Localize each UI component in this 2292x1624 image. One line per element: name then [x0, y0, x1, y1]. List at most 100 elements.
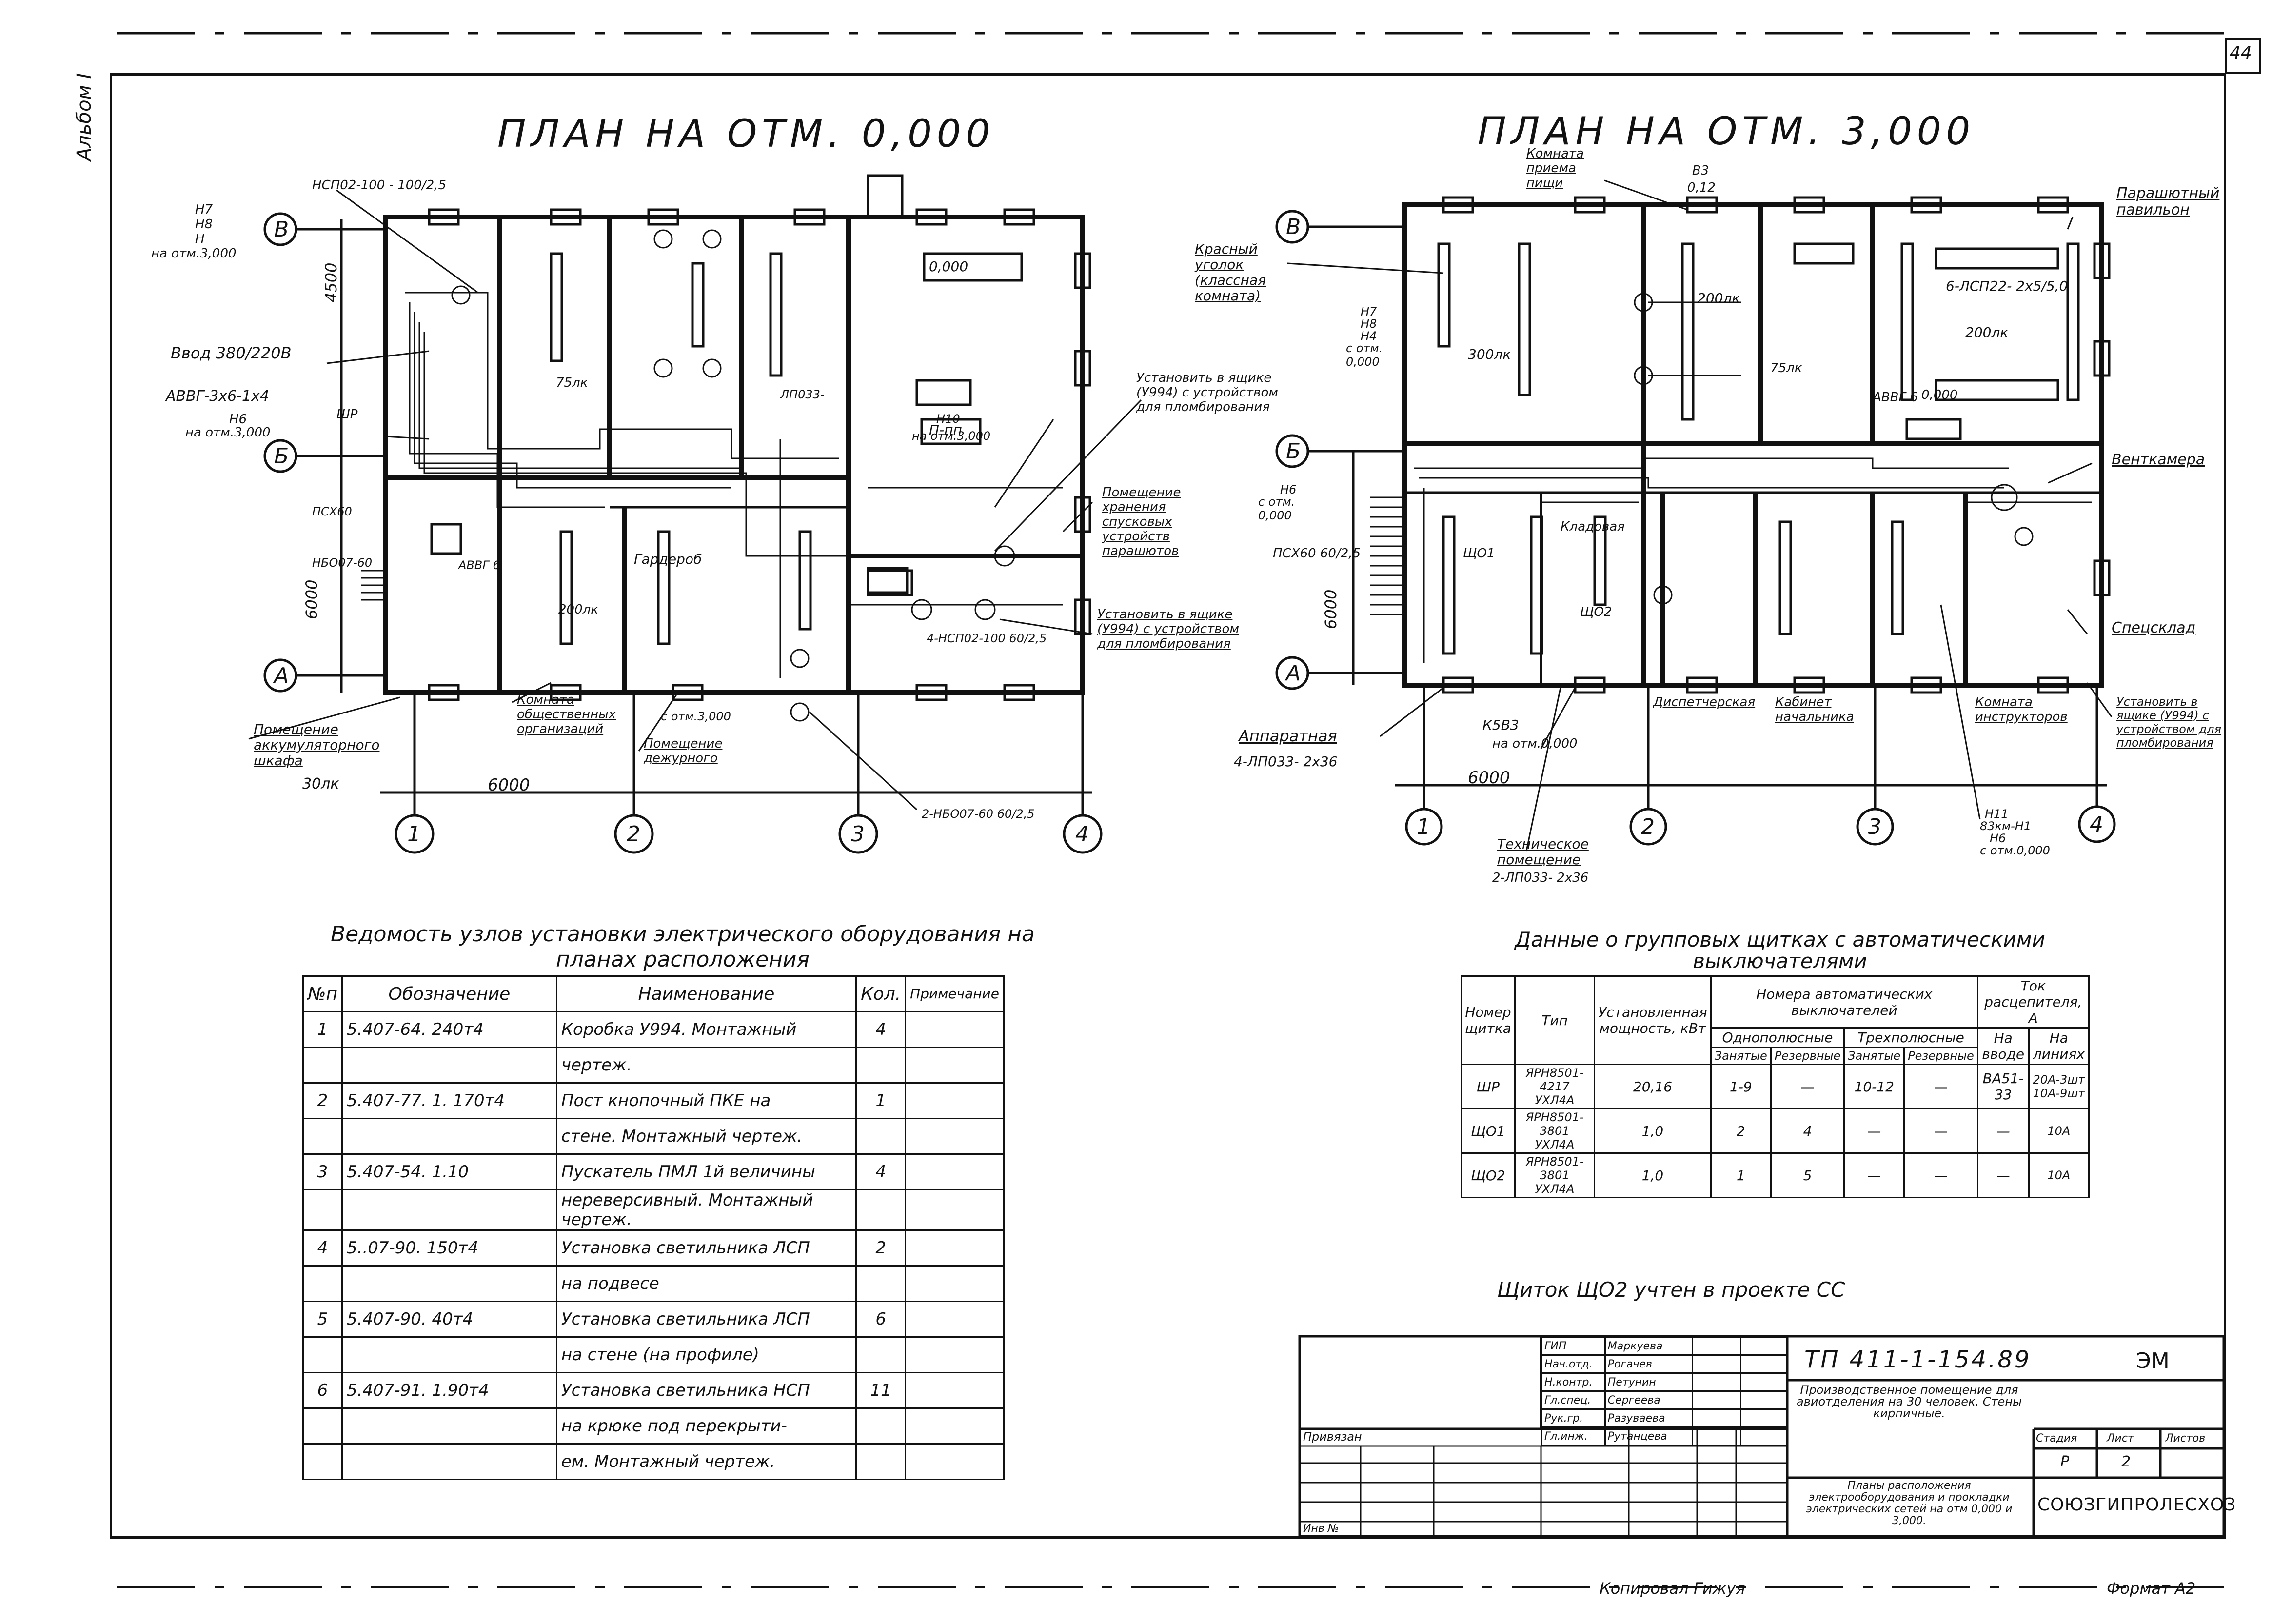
svg-text:2: 2 [1641, 814, 1655, 839]
plan2-parashut: Парашютный павильон [2116, 185, 2220, 218]
shitki-cell: 10А [2028, 1108, 2090, 1154]
svg-text:2: 2 [627, 822, 640, 847]
stamp-person-cell: Рутанцева [1604, 1426, 1694, 1446]
stamp-h-list: Лист [2107, 1432, 2134, 1445]
vedomost-cell: 1 [855, 1082, 907, 1119]
vedomost-cell: Пост кнопочный ПКЕ на [555, 1082, 857, 1119]
plan1-nsp-label: НСП02-100 - 100/2,5 [312, 178, 446, 193]
footer-copied: Копировал Гижуя [1600, 1579, 1745, 1598]
stamp-h-stadiya: Стадия [2036, 1432, 2077, 1445]
stamp-person-cell: Н.контр. [1541, 1372, 1606, 1392]
vedomost-cell [905, 1153, 1005, 1190]
vedomost-cell [905, 1189, 1005, 1231]
vedomost-cell [905, 1011, 1005, 1048]
plan1-n7-label: Н7 [195, 202, 213, 217]
plan1-rooms200-label: 200лк [558, 602, 598, 617]
svg-text:1: 1 [407, 822, 421, 847]
vedomost-cell: нереверсивный. Монтажный чертеж. [555, 1189, 857, 1231]
vedomost-cell [341, 1407, 557, 1445]
stamp-person-cell [1692, 1354, 1742, 1374]
shitki-h-vvod: На вводе [1976, 1027, 2030, 1065]
vedomost-cell [302, 1189, 343, 1231]
vedomost-cell [855, 1407, 907, 1445]
plan1-avvg6-label: АВВГ 6 [458, 558, 500, 572]
vedomost-cell [302, 1265, 343, 1302]
plan2-lp200-b: 200лк [1965, 324, 2009, 340]
stamp-person-cell [1740, 1426, 1787, 1446]
vedomost-cell [905, 1047, 1005, 1084]
vedomost-h-prim: Примечание [905, 975, 1005, 1012]
shitki-h-linii: На линиях [2028, 1027, 2090, 1065]
plan2-apparatnaya: Аппаратная [1239, 727, 1337, 745]
stamp-person-row: Рук.гр.Разуваева [1541, 1408, 1787, 1428]
plan2-lp6: 6-ЛСП22- 2х5/5,0 [1946, 278, 2068, 294]
stamp-person-cell: Гл.инж. [1541, 1426, 1606, 1446]
vedomost-cell [905, 1265, 1005, 1302]
shitki-table: Номер щитка Тип Установленная мощность, … [1461, 975, 2090, 1198]
stamp-person-cell [1692, 1372, 1742, 1392]
vedomost-cell [855, 1443, 907, 1480]
vedomost-cell [905, 1372, 1005, 1409]
stamp-person-cell: Гл.спец. [1541, 1390, 1606, 1410]
vedomost-cell [302, 1336, 343, 1373]
vedomost-cell [302, 1407, 343, 1445]
drawing-frame [110, 73, 2226, 1539]
plan1-callout-battery: Помещение аккумуляторного шкафа [254, 721, 380, 769]
plan1-n8-label: Н8 [195, 217, 213, 232]
plan2-apparatnaya-lp: 4-ЛП033- 2х36 [1234, 753, 1338, 770]
shitki-cell: ЯРН8501-3801 УХЛ4А [1514, 1152, 1596, 1198]
vedomost-cell [905, 1336, 1005, 1373]
shitki-header-row-1: Номер щитка Тип Установленная мощность, … [1461, 975, 2090, 1065]
shitki-cell: ШР [1461, 1064, 1516, 1109]
shitki-cell: 20А-3шт 10А-9шт [2028, 1064, 2090, 1109]
vedomost-cell [905, 1082, 1005, 1119]
shitki-cell: ЯРН8501-3801 УХЛ4А [1514, 1108, 1596, 1154]
vedomost-cell: 5..07-90. 150т4 [341, 1229, 557, 1267]
plan1-nsp100-label: 4-НСП02-100 60/2,5 [927, 632, 1047, 645]
shitki-h-tok: Ток расцепителя, А [1976, 975, 2090, 1029]
plan2-n6b: Н6 [1990, 832, 2006, 845]
stamp-person-cell: Маркуева [1604, 1336, 1694, 1356]
vedomost-cell [341, 1118, 557, 1155]
plan2-psh: ПСХ60 60/2,5 [1273, 546, 1361, 561]
plan1-n-label: Н [195, 232, 205, 246]
plan1-pp-label: П-пп [929, 422, 962, 438]
plan2-wr2: ЩО2 [1580, 605, 1612, 619]
vedomost-row: стене. Монтажный чертеж. [302, 1118, 1005, 1155]
stamp-list: 2 [2121, 1453, 2131, 1470]
plan1-n10-otm-label: на отм.3,000 [912, 429, 991, 443]
stamp-h-listov: Листов [2165, 1432, 2206, 1445]
shitki-cell: 1-9 [1710, 1064, 1772, 1109]
plan2-krasny: Красный уголок (классная комната) [1195, 241, 1266, 304]
svg-text:3: 3 [851, 822, 865, 847]
vedomost-cell [302, 1443, 343, 1480]
vedomost-cell: 4 [855, 1153, 907, 1190]
plan2-b3: В3 [1692, 163, 1709, 178]
svg-text:Б: Б [274, 444, 289, 469]
stamp-person-cell: Разуваева [1604, 1408, 1694, 1428]
vedomost-cell: 5.407-90. 40т4 [341, 1301, 557, 1338]
plan2-avvg: АВВГ 6 [1873, 390, 1918, 405]
plan2-kabinet: Кабинет начальника [1775, 695, 1854, 724]
vedomost-row: на стене (на профиле) [302, 1336, 1005, 1373]
svg-text:3: 3 [1868, 814, 1881, 839]
vedomost-cell [302, 1118, 343, 1155]
vedomost-cell [855, 1118, 907, 1155]
shitki-cell: — [1903, 1064, 1978, 1109]
plan1-avvg-label: АВВГ-3х6-1х4 [166, 388, 269, 405]
plan2-n11: Н11 [1985, 807, 2009, 821]
stamp-person-cell [1692, 1336, 1742, 1356]
stamp-person-row: Н.контр.Петунин [1541, 1372, 1787, 1392]
stamp-person-cell: Сергеева [1604, 1390, 1694, 1410]
vedomost-cell [341, 1265, 557, 1302]
plan2-n8: Н8 [1361, 317, 1377, 331]
vedomost-cell [302, 1047, 343, 1084]
vedomost-cell: Установка светильника НСП [555, 1372, 857, 1409]
stamp-person-cell: Нач.отд. [1541, 1354, 1606, 1374]
